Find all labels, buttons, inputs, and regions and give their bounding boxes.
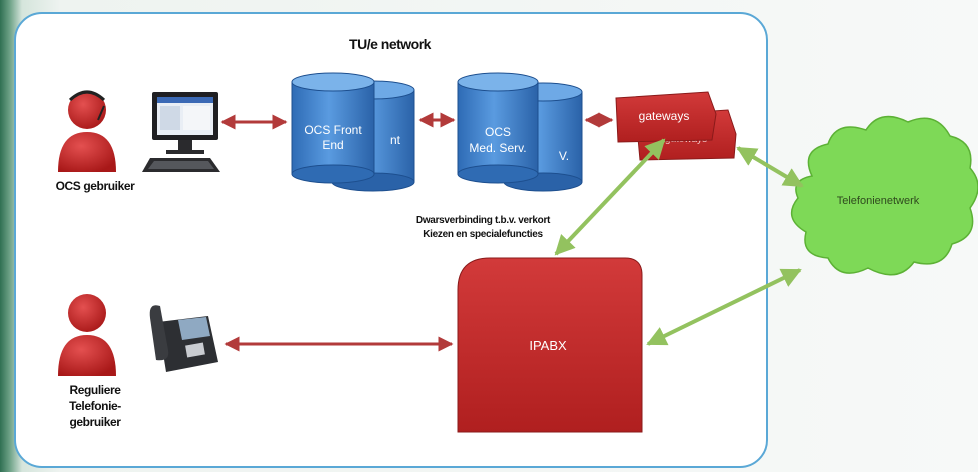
ocs-front-end-server: OCS Front End xyxy=(291,72,375,184)
note-line1: Dwarsverbinding t.b.v. verkort xyxy=(415,215,551,226)
front-end-back-label: nt xyxy=(390,133,401,147)
ipabx-box: IPABX xyxy=(457,257,643,433)
regular-user-label: Reguliere Telefonie- gebruiker xyxy=(40,382,150,430)
arrow-gateways-cloud xyxy=(736,146,804,188)
front-end-label-line2: End xyxy=(322,138,343,152)
regular-user-person-icon xyxy=(58,294,116,376)
ocs-user-person-icon xyxy=(58,90,116,172)
note-line2: Kiezen en specialefuncties xyxy=(423,229,543,240)
cloud-label: Telefonienetwerk xyxy=(837,195,920,207)
regular-user-label-line1: Reguliere xyxy=(69,383,121,397)
regular-user-label-line3: gebruiker xyxy=(69,415,121,429)
mediation-label-line2: Med. Serv. xyxy=(469,141,526,155)
telephony-network-cloud: Telefonienetwerk xyxy=(790,115,978,276)
ipabx-label: IPABX xyxy=(529,338,567,353)
gateways-label: gateways xyxy=(639,109,690,123)
arrow-ipabx-cloud xyxy=(646,268,802,346)
regular-user-label-line2: Telefonie- xyxy=(69,399,121,413)
diagram-title: TU/e network xyxy=(349,36,431,52)
ocs-user-label: OCS gebruiker xyxy=(55,179,135,193)
ocs-mediation-server: OCS Med. Serv. xyxy=(457,72,539,184)
cross-connection-note: Dwarsverbinding t.b.v. verkort Kiezen en… xyxy=(378,214,588,242)
ip-phone-icon xyxy=(149,305,218,372)
gateways-box: gateways xyxy=(615,91,717,143)
front-end-label-line1: OCS Front xyxy=(304,123,362,137)
mediation-label-line1: OCS xyxy=(485,125,511,139)
arrow-ipabx-gateways xyxy=(554,138,666,256)
mediation-back-label: V. xyxy=(559,149,569,163)
computer-monitor-icon xyxy=(142,92,220,172)
